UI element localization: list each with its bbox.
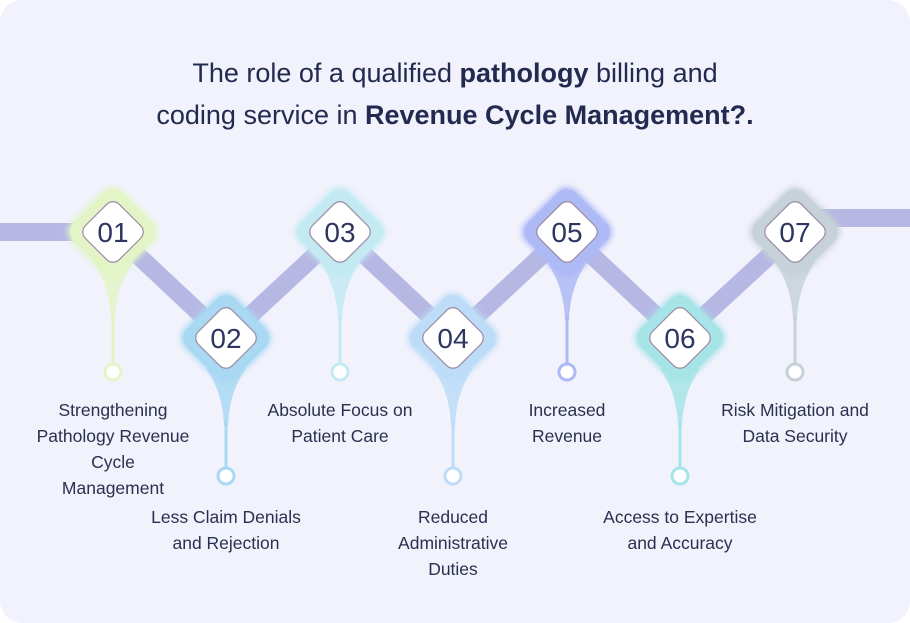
page-title: The role of a qualified pathology billin… (0, 52, 910, 136)
step-dot (330, 362, 350, 382)
label-line: Pathology Revenue (36, 426, 190, 446)
title-line1-post: billing and (588, 58, 718, 88)
title-line2-pre: coding service in (156, 100, 365, 130)
step-number: 06 (664, 323, 695, 354)
step-02: 02 (180, 292, 272, 486)
step-tail (433, 368, 473, 426)
step-diamond-inner (195, 307, 257, 369)
label-line: Revenue (531, 426, 603, 446)
label-line: Administrative (398, 533, 508, 553)
label-line: Reduced (417, 507, 489, 527)
label-line: Data Security (742, 426, 848, 446)
step-06: 06 (634, 292, 726, 486)
step-diamond-inner (82, 201, 144, 263)
step-dot (670, 466, 690, 486)
step-dot (216, 466, 236, 486)
step-tail (547, 262, 587, 320)
step-tail (660, 368, 700, 426)
label-line: Cycle (91, 452, 135, 472)
step-number: 02 (210, 323, 241, 354)
label-line: Increased (528, 400, 606, 420)
step-04: 04 (407, 292, 499, 486)
step-01: 01 (67, 186, 159, 382)
step-05: 05 (521, 186, 613, 382)
label-line: Absolute Focus on (267, 400, 413, 420)
step-tail (206, 368, 246, 426)
step-tail (320, 262, 360, 320)
step-label-03: Absolute Focus on Patient Care (245, 397, 435, 449)
label-line: Patient Care (291, 426, 389, 446)
step-label-06: Access to Expertise and Accuracy (585, 504, 775, 556)
step-dot (785, 362, 805, 382)
step-number: 04 (437, 323, 468, 354)
step-diamond-inner (422, 307, 484, 369)
label-line: Access to Expertise (603, 507, 757, 527)
step-label-02: Less Claim Denials and Rejection (131, 504, 321, 556)
step-dot (443, 466, 463, 486)
label-line: Duties (428, 559, 478, 579)
title-line1-bold: pathology (459, 58, 589, 88)
step-07: 07 (749, 186, 841, 382)
label-line: and Rejection (172, 533, 280, 553)
step-diamond-inner (309, 201, 371, 263)
step-dot (103, 362, 123, 382)
step-number: 05 (551, 217, 582, 248)
step-number: 07 (779, 217, 810, 248)
title-line2-bold: Revenue Cycle Management?. (364, 100, 754, 130)
label-line: Strengthening (58, 400, 168, 420)
step-number: 03 (324, 217, 355, 248)
step-diamond-inner (649, 307, 711, 369)
step-tail (775, 262, 815, 320)
label-line: Management (61, 478, 165, 498)
step-dot (557, 362, 577, 382)
step-diamond-inner (536, 201, 598, 263)
label-line: Risk Mitigation and (721, 400, 869, 420)
step-03: 03 (294, 186, 386, 382)
step-tail (93, 262, 133, 320)
label-line: and Accuracy (627, 533, 733, 553)
step-number: 01 (97, 217, 128, 248)
label-line: Less Claim Denials (151, 507, 301, 527)
step-diamond-inner (764, 201, 826, 263)
title-line1-pre: The role of a qualified (192, 58, 460, 88)
